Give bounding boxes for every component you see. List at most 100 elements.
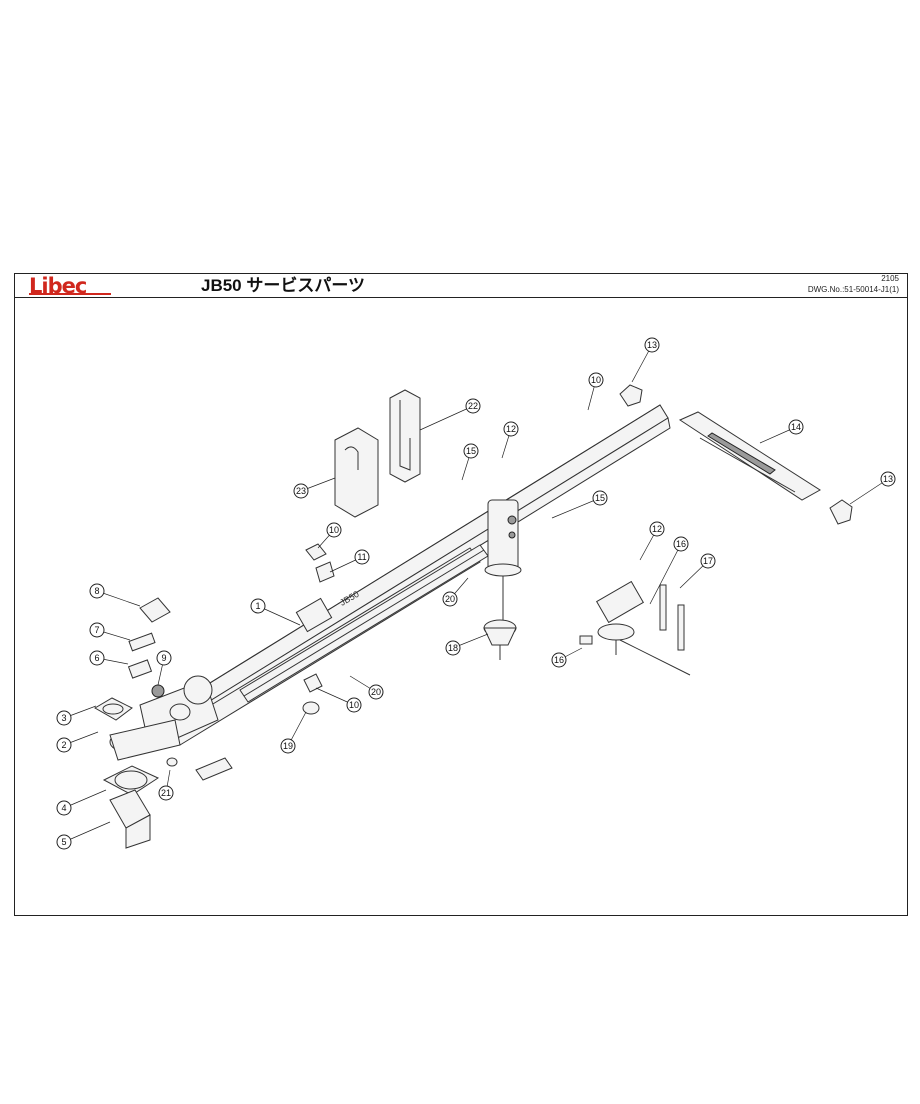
- callout-c3: 3: [56, 705, 97, 726]
- callout-c18: 18: [445, 633, 489, 656]
- callout-c20a: 20: [442, 577, 469, 607]
- callout-number: 3: [61, 713, 66, 723]
- callout-circle: [445, 640, 461, 656]
- callout-layer: 1234567891010101112121313141515161617181…: [56, 337, 896, 850]
- callout-number: 9: [161, 653, 166, 663]
- callout-number: 6: [94, 653, 99, 663]
- callout-c17: 17: [679, 553, 716, 589]
- small-parts-center: [302, 543, 335, 715]
- callout-number: 13: [883, 474, 893, 484]
- callout-c4: 4: [56, 789, 107, 816]
- callout-c16a: 16: [649, 536, 689, 605]
- part-22-bracket: [389, 389, 421, 483]
- callout-circle: [465, 398, 481, 414]
- callout-number: 12: [652, 524, 662, 534]
- callout-leader: [551, 497, 601, 519]
- part-23-bracket: [334, 427, 379, 518]
- callout-circle: [280, 738, 296, 754]
- callout-circle: [880, 471, 896, 487]
- callout-number: 8: [94, 586, 99, 596]
- part-14-rod: [678, 411, 821, 501]
- callout-circle: [56, 710, 72, 726]
- part-13-nut: [619, 384, 853, 525]
- callout-number: 20: [445, 594, 455, 604]
- callout-circle: [644, 337, 660, 353]
- callout-number: 20: [371, 687, 381, 697]
- callout-c15b: 15: [551, 490, 608, 519]
- callout-circle: [56, 737, 72, 753]
- callout-circle: [463, 443, 479, 459]
- callout-c21: 21: [158, 769, 174, 801]
- part-4-base: [102, 765, 160, 849]
- callout-number: 13: [647, 340, 657, 350]
- callout-leader: [96, 590, 141, 607]
- lower-rod: [239, 544, 489, 703]
- callout-circle: [326, 522, 342, 538]
- callout-circle: [354, 549, 370, 565]
- callout-circle: [700, 553, 716, 569]
- callout-c20b: 20: [349, 675, 384, 700]
- callout-circle: [788, 419, 804, 435]
- callout-circle: [89, 650, 105, 666]
- callout-circle: [56, 800, 72, 816]
- sheet-number: 2105: [881, 274, 899, 283]
- callout-circle: [156, 650, 172, 666]
- callout-circle: [673, 536, 689, 552]
- callout-circle: [293, 483, 309, 499]
- callout-number: 10: [329, 525, 339, 535]
- callout-c8: 8: [89, 583, 141, 607]
- callout-number: 17: [703, 556, 713, 566]
- callout-circle: [89, 622, 105, 638]
- callout-c6: 6: [89, 650, 129, 666]
- brand-underline: [29, 293, 111, 295]
- callout-number: 14: [791, 422, 801, 432]
- left-head-assembly: [109, 675, 219, 761]
- callout-circle: [592, 490, 608, 506]
- callout-c1: 1: [250, 598, 301, 626]
- callout-number: 16: [554, 655, 564, 665]
- callout-circle: [649, 521, 665, 537]
- callout-leader: [649, 543, 682, 605]
- page-title: JB50 サービスパーツ: [201, 276, 366, 295]
- callout-circle: [588, 372, 604, 388]
- callout-c5: 5: [56, 821, 111, 850]
- callout-leader: [63, 789, 107, 809]
- callout-number: 18: [448, 643, 458, 653]
- callout-number: 12: [506, 424, 516, 434]
- center-mount: [484, 499, 522, 620]
- small-parts-left: [127, 597, 171, 698]
- callout-circle: [89, 583, 105, 599]
- callout-number: 19: [283, 741, 293, 751]
- callout-circle: [56, 834, 72, 850]
- callout-circle: [346, 697, 362, 713]
- callout-number: 15: [595, 493, 605, 503]
- part-3-plate: [94, 697, 133, 721]
- callout-c9: 9: [156, 650, 172, 686]
- callout-number: 22: [468, 401, 478, 411]
- callout-c16b: 16: [551, 647, 583, 668]
- callout-leader: [257, 605, 301, 626]
- callout-c15a: 15: [461, 443, 479, 481]
- callout-c12a: 12: [501, 421, 519, 459]
- drawing-sheet: Libec JB50 サービスパーツ 2105 DWG.No.:51-50014…: [14, 273, 908, 916]
- callout-number: 5: [61, 837, 66, 847]
- callout-number: 11: [357, 552, 366, 562]
- callout-leader: [419, 405, 474, 431]
- callout-circle: [442, 591, 458, 607]
- right-sub-assembly: [579, 580, 691, 676]
- callout-number: 16: [676, 539, 686, 549]
- callout-c12b: 12: [639, 521, 665, 561]
- callout-number: 15: [466, 446, 476, 456]
- callout-number: 10: [591, 375, 601, 385]
- callout-number: 23: [296, 486, 306, 496]
- callout-number: 21: [161, 788, 171, 798]
- part-18-knob: [483, 619, 517, 660]
- callout-number: 4: [61, 803, 66, 813]
- callout-c7: 7: [89, 622, 131, 641]
- callout-c23: 23: [293, 477, 336, 499]
- drawing-number: DWG.No.:51-50014-J1(1): [807, 285, 899, 294]
- callout-leader: [849, 478, 889, 505]
- callout-c11: 11: [329, 549, 370, 573]
- callout-c13a: 13: [631, 337, 660, 383]
